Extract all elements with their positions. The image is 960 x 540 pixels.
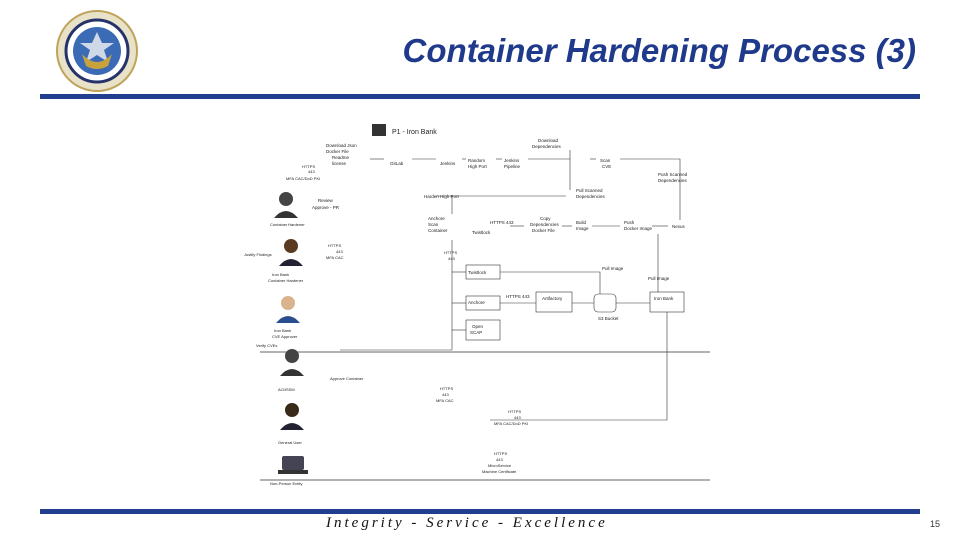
- svg-text:High Port: High Port: [468, 164, 488, 169]
- svg-text:Container Hardener: Container Hardener: [268, 278, 304, 283]
- svg-text:Artifactory: Artifactory: [542, 296, 563, 301]
- svg-text:Docker Image: Docker Image: [624, 226, 653, 231]
- svg-text:Dependencies: Dependencies: [532, 144, 562, 149]
- svg-text:license: license: [332, 161, 347, 166]
- svg-text:Verify CVEs: Verify CVEs: [256, 343, 277, 348]
- svg-text:Non-Person Entity: Non-Person Entity: [270, 481, 302, 486]
- svg-text:Download Json: Download Json: [326, 143, 357, 148]
- svg-text:MFA CAC: MFA CAC: [436, 398, 454, 403]
- header-divider: [40, 94, 920, 99]
- svg-text:Hardener: Hardener: [288, 222, 305, 227]
- svg-text:SCAP: SCAP: [470, 330, 482, 335]
- svg-text:Dependencies: Dependencies: [576, 194, 606, 199]
- svg-text:Dependencies: Dependencies: [658, 178, 688, 183]
- svg-text:HTTPS: HTTPS: [328, 243, 341, 248]
- svg-text:Twistlock: Twistlock: [468, 270, 487, 275]
- p1-icon: [372, 124, 386, 136]
- svg-text:CVE Approver: CVE Approver: [272, 334, 298, 339]
- air-force-seal-logo: [56, 10, 138, 92]
- svg-text:HTTPS 443: HTTPS 443: [490, 220, 514, 225]
- svg-text:S3 Bucket: S3 Bucket: [598, 316, 619, 321]
- svg-text:CVE: CVE: [602, 164, 611, 169]
- svg-text:Scan: Scan: [600, 158, 611, 163]
- actor-non-person-entity: Non-Person Entity: [270, 456, 308, 486]
- svg-text:General User: General User: [278, 440, 302, 445]
- svg-text:Container: Container: [428, 228, 448, 233]
- svg-text:Container: Container: [270, 222, 288, 227]
- actor-container-hardener: Container Hardener: [270, 192, 305, 227]
- top-box-label: P1 - Iron Bank: [392, 129, 437, 136]
- svg-text:Nexus: Nexus: [672, 224, 686, 229]
- page-title: Container Hardening Process (3): [402, 32, 916, 69]
- svg-text:Iron Bank: Iron Bank: [654, 296, 674, 301]
- svg-text:Readme: Readme: [332, 155, 350, 160]
- svg-text:Image: Image: [576, 226, 589, 231]
- svg-text:Pipeline: Pipeline: [504, 164, 521, 169]
- actor-iron-bank-hardener: Iron Bank Container Hardener Justify Fin…: [244, 239, 304, 283]
- svg-text:443: 443: [442, 392, 449, 397]
- svg-text:Jenkins: Jenkins: [504, 158, 520, 163]
- svg-text:Jenkins: Jenkins: [440, 161, 456, 166]
- svg-text:Approve - PR: Approve - PR: [312, 205, 340, 210]
- svg-text:Pull Image: Pull Image: [602, 266, 624, 271]
- svg-text:MicroService: MicroService: [488, 463, 512, 468]
- svg-text:Scan: Scan: [428, 222, 439, 227]
- svg-text:Justify Findings: Justify Findings: [244, 252, 272, 257]
- footer-motto: Integrity - Service - Excellence: [326, 515, 608, 531]
- svg-text:HTTPS: HTTPS: [440, 386, 453, 391]
- actor-general-user: General User: [278, 403, 304, 445]
- svg-text:Download: Download: [538, 138, 559, 143]
- footer-divider: [40, 509, 920, 514]
- svg-text:Docker File: Docker File: [326, 149, 349, 154]
- svg-text:MFA CAC/DoD PKI: MFA CAC/DoD PKI: [494, 421, 528, 426]
- svg-text:MFA CAC: MFA CAC: [326, 255, 344, 260]
- svg-text:AO/ISSM: AO/ISSM: [278, 387, 295, 392]
- svg-text:Push: Push: [624, 220, 635, 225]
- svg-text:Iron Bank: Iron Bank: [272, 272, 289, 277]
- svg-text:Copy: Copy: [540, 216, 551, 221]
- svg-text:443: 443: [496, 457, 503, 462]
- svg-text:Build: Build: [576, 220, 587, 225]
- svg-text:Pull Image: Pull Image: [648, 276, 670, 281]
- svg-text:HTTPS: HTTPS: [444, 250, 457, 255]
- svg-text:Push Scanned: Push Scanned: [658, 172, 688, 177]
- svg-text:MFA CAC/DoD PKI: MFA CAC/DoD PKI: [286, 176, 320, 181]
- container-hardening-diagram: P1 - Iron Bank Container Hardener Iron B…: [240, 110, 720, 495]
- svg-text:Anchore: Anchore: [468, 300, 485, 305]
- svg-text:Docker File: Docker File: [532, 228, 555, 233]
- actor-cve-approver: Iron Bank CVE Approver Verify CVEs: [256, 296, 300, 348]
- svg-text:Random: Random: [468, 158, 485, 163]
- svg-text:Machine Certificate: Machine Certificate: [482, 469, 517, 474]
- svg-text:443: 443: [514, 415, 521, 420]
- svg-text:443: 443: [308, 169, 315, 174]
- svg-text:HTTPS: HTTPS: [302, 164, 315, 169]
- svg-text:Dependencies: Dependencies: [530, 222, 560, 227]
- svg-text:Open: Open: [472, 324, 484, 329]
- actor-ao-issm: AO/ISSM Approve Container: [278, 349, 364, 392]
- svg-text:Pull Scanned: Pull Scanned: [576, 188, 603, 193]
- svg-text:GitLab: GitLab: [390, 161, 404, 166]
- svg-text:HTTPS: HTTPS: [508, 409, 521, 414]
- svg-text:HTTPS: HTTPS: [494, 451, 507, 456]
- svg-text:HTTPS 443: HTTPS 443: [506, 294, 530, 299]
- svg-text:Harden High Port: Harden High Port: [424, 194, 460, 199]
- svg-text:Iron Bank: Iron Bank: [274, 328, 291, 333]
- svg-text:Twistlock: Twistlock: [472, 230, 491, 235]
- svg-text:Review: Review: [318, 198, 334, 203]
- page-number: 15: [929, 519, 940, 529]
- svg-text:443: 443: [336, 249, 343, 254]
- svg-text:Approve Container: Approve Container: [330, 376, 364, 381]
- svg-text:Anchore: Anchore: [428, 216, 445, 221]
